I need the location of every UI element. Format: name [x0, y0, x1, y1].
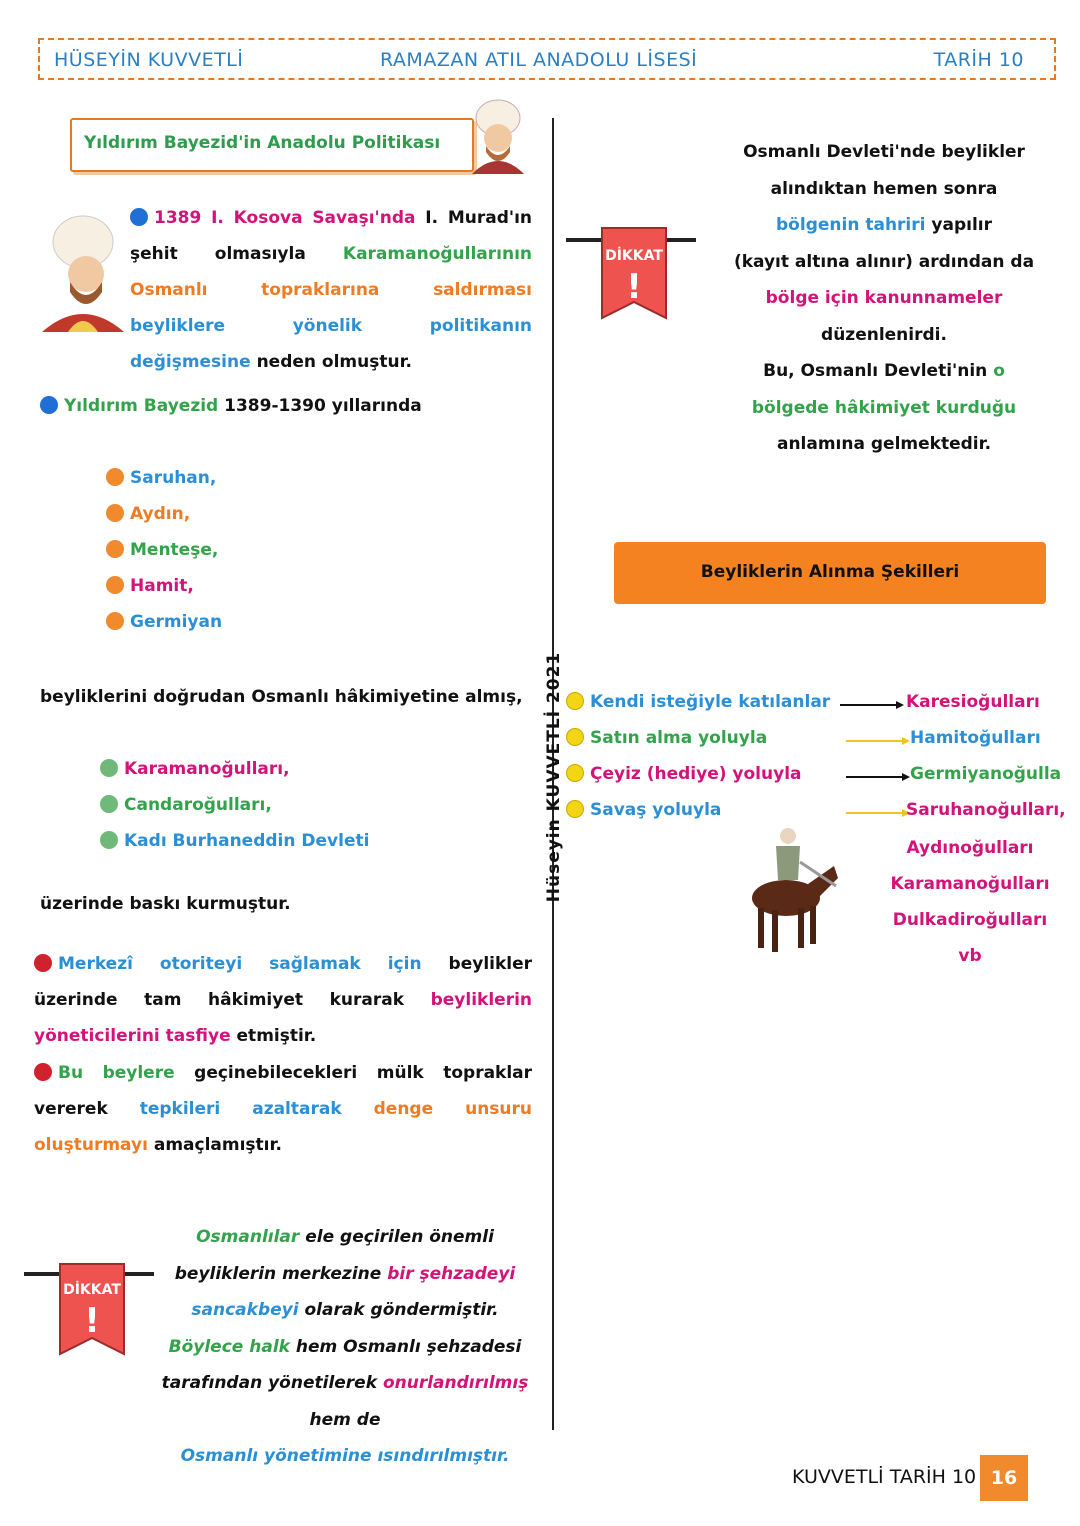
section-title: Yıldırım Bayezid'in Anadolu Politikası — [84, 133, 441, 153]
list-item: Germiyan — [106, 604, 222, 640]
paragraph-central-authority: Merkezî otoriteyi sağlamak için beylikle… — [34, 954, 533, 1046]
footer-title: KUVVETLİ TARİH 10 — [792, 1466, 977, 1488]
war-beylik-list: Aydınoğulları Karamanoğulları Dulkadiroğ… — [880, 830, 1060, 974]
svg-text:!: ! — [626, 267, 642, 307]
header-school: RAMAZAN ATIL ANADOLU LİSESİ — [380, 49, 698, 71]
dikkat-label: DİKKAT — [63, 1281, 121, 1298]
arrow-icon — [846, 737, 910, 745]
dikkat-label: DİKKAT — [605, 247, 663, 264]
text-saldirmasi: saldırması — [433, 280, 532, 300]
list-item: Hamit, — [106, 568, 222, 604]
list-item: Karamanoğulları, — [100, 751, 369, 787]
arrow-icon — [846, 773, 910, 781]
text-years: 1389-1390 yıllarında — [224, 396, 422, 416]
dikkat-warning-icon: DİKKAT ! — [566, 227, 696, 320]
method-row: Satın alma yoluyla Hamitoğulları — [566, 720, 1076, 756]
text-yonelik: yönelik — [292, 316, 363, 336]
yellow-bullet-icon — [566, 764, 584, 782]
orange-bullet-icon — [106, 504, 124, 522]
text-annexed: beyliklerini doğrudan Osmanlı hâkimiyeti… — [40, 687, 523, 707]
red-bullet-icon — [34, 954, 52, 972]
list-item: Candaroğulları, — [100, 787, 369, 823]
text-pressure: üzerinde baskı kurmuştur. — [40, 894, 291, 914]
list-item: Menteşe, — [106, 532, 222, 568]
text-politikanin: politikanın — [429, 316, 533, 336]
text-osmanli: Osmanlı — [130, 280, 208, 300]
acquisition-methods: Kendi isteğiyle katılanlar Karesioğullar… — [566, 684, 1076, 828]
text-olmasiyla: olmasıyla — [214, 244, 306, 264]
yellow-bullet-icon — [566, 692, 584, 710]
horseman-warrior-icon — [752, 828, 838, 952]
paragraph-bayezid: Yıldırım Bayezid 1389-1390 yıllarında — [40, 388, 422, 424]
page-header: HÜSEYİN KUVVETLİ RAMAZAN ATIL ANADOLU Lİ… — [38, 38, 1056, 80]
sultan-murad-portrait-icon — [42, 215, 124, 332]
paragraph-kosova: 1389 I. Kosova Savaşı'nda I. Murad'ın şe… — [130, 200, 532, 380]
text-murad: I. Murad'ın — [425, 208, 532, 228]
text-neden: neden olmuştur. — [256, 352, 413, 372]
text-beyliklere: beyliklere — [130, 316, 226, 336]
list-item: Saruhan, — [106, 460, 222, 496]
green-bullet-icon — [100, 795, 118, 813]
list-item: Karamanoğulları — [890, 874, 1050, 894]
note-sehzade: Osmanlılar ele geçirilen önemli beylikle… — [161, 1227, 529, 1466]
list-item: Aydınoğulları — [906, 838, 1034, 858]
blue-bullet-icon — [40, 396, 58, 414]
arrow-icon — [840, 701, 904, 709]
green-bullet-icon — [100, 831, 118, 849]
yellow-bullet-icon — [566, 800, 584, 818]
method-row: Savaş yoluyla Saruhanoğulları, — [566, 792, 1076, 828]
yellow-bullet-icon — [566, 728, 584, 746]
red-bullet-icon — [34, 1063, 52, 1081]
green-bullet-icon — [100, 759, 118, 777]
orange-bullet-icon — [106, 540, 124, 558]
arrow-icon — [846, 809, 910, 817]
text-yildirim-bayezid: Yıldırım Bayezid — [64, 396, 219, 416]
orange-bullet-icon — [106, 468, 124, 486]
annexed-beylik-list: Saruhan, Aydın, Menteşe, Hamit, Germiyan — [106, 460, 222, 640]
text-karamanogullari: Karamanoğullarının — [342, 244, 533, 264]
svg-text:!: ! — [84, 1301, 100, 1341]
method-row: Çeyiz (hediye) yoluyla Germiyanoğulla — [566, 756, 1076, 792]
text-topraklarina: topraklarına — [261, 280, 380, 300]
text-kosova-war: 1389 I. Kosova Savaşı'nda — [154, 208, 416, 228]
paragraph-balance: Bu beylere geçinebilecekleri mülk toprak… — [34, 1063, 533, 1155]
blue-bullet-icon — [130, 208, 148, 226]
pressured-beylik-list: Karamanoğulları, Candaroğulları, Kadı Bu… — [100, 751, 369, 859]
orange-bullet-icon — [106, 612, 124, 630]
section-title-box: Yıldırım Bayezid'in Anadolu Politikası — [70, 118, 474, 172]
header-author: HÜSEYİN KUVVETLİ — [54, 49, 244, 71]
list-item: vb — [958, 946, 982, 966]
section-band: Beyliklerin Alınma Şekilleri — [614, 542, 1046, 604]
list-item: Kadı Burhaneddin Devleti — [100, 823, 369, 859]
band-title: Beyliklerin Alınma Şekilleri — [700, 562, 960, 582]
list-item: Dulkadiroğulları — [892, 910, 1048, 930]
sultan-portrait-icon — [472, 99, 524, 174]
text-degismesine: değişmesine — [130, 352, 251, 372]
method-row: Kendi isteğiyle katılanlar Karesioğullar… — [566, 684, 1076, 720]
orange-bullet-icon — [106, 576, 124, 594]
list-item: Aydın, — [106, 496, 222, 532]
column-divider — [552, 118, 554, 1430]
dikkat-warning-icon: DİKKAT ! — [24, 1263, 154, 1356]
note-tahrir: Osmanlı Devleti'nde beylikler alındıktan… — [733, 142, 1035, 454]
header-subject: TARİH 10 — [933, 49, 1024, 71]
page-number: 16 — [980, 1455, 1028, 1501]
text-sehit: şehit — [130, 244, 178, 264]
